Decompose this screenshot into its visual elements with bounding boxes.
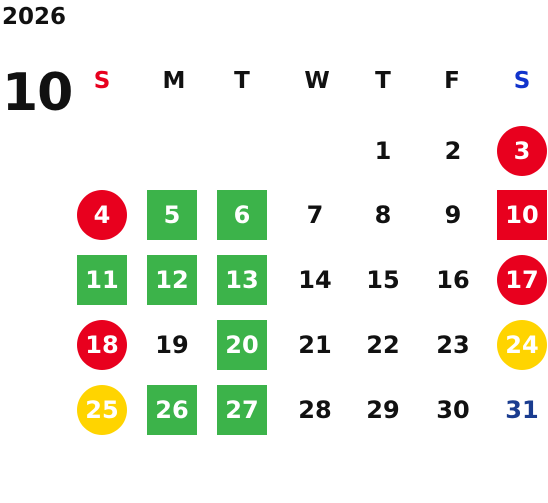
calendar-day[interactable]: 8 xyxy=(374,201,392,229)
calendar-day[interactable]: 5 xyxy=(147,190,197,240)
weekday-header-fri: F xyxy=(444,68,460,94)
calendar-day[interactable]: 20 xyxy=(217,320,267,370)
calendar-day[interactable]: 16 xyxy=(436,266,470,294)
calendar-day[interactable]: 26 xyxy=(147,385,197,435)
weekday-header-sun: S xyxy=(93,68,111,94)
weekday-header-mon: M xyxy=(162,68,186,94)
calendar-day[interactable]: 13 xyxy=(217,255,267,305)
weekday-header-tue: T xyxy=(234,68,250,94)
calendar-day[interactable]: 24 xyxy=(497,320,547,370)
year-label: 2026 xyxy=(2,4,67,30)
calendar-day[interactable]: 4 xyxy=(77,190,127,240)
calendar-day[interactable]: 31 xyxy=(505,396,539,424)
calendar-day[interactable]: 3 xyxy=(497,126,547,176)
calendar-day[interactable]: 28 xyxy=(298,396,332,424)
calendar-day[interactable]: 22 xyxy=(366,331,400,359)
calendar-day[interactable]: 10 xyxy=(497,190,547,240)
calendar-day[interactable]: 17 xyxy=(497,255,547,305)
calendar-day[interactable]: 2 xyxy=(444,137,462,165)
calendar-day[interactable]: 29 xyxy=(366,396,400,424)
calendar-day[interactable]: 19 xyxy=(155,331,189,359)
weekday-header-thu: T xyxy=(375,68,391,94)
calendar-day[interactable]: 30 xyxy=(436,396,470,424)
calendar-day[interactable]: 21 xyxy=(298,331,332,359)
calendar-day[interactable]: 15 xyxy=(366,266,400,294)
calendar-day[interactable]: 23 xyxy=(436,331,470,359)
calendar-day[interactable]: 12 xyxy=(147,255,197,305)
weekday-header-sat: S xyxy=(513,68,531,94)
calendar-day[interactable]: 7 xyxy=(306,201,324,229)
calendar-day[interactable]: 6 xyxy=(217,190,267,240)
calendar-day[interactable]: 14 xyxy=(298,266,332,294)
calendar-day[interactable]: 9 xyxy=(444,201,462,229)
calendar-day[interactable]: 25 xyxy=(77,385,127,435)
calendar-day[interactable]: 18 xyxy=(77,320,127,370)
calendar-day[interactable]: 27 xyxy=(217,385,267,435)
month-number: 10 xyxy=(2,63,73,123)
weekday-header-wed: W xyxy=(304,68,330,94)
calendar-day[interactable]: 1 xyxy=(374,137,392,165)
calendar-day[interactable]: 11 xyxy=(77,255,127,305)
